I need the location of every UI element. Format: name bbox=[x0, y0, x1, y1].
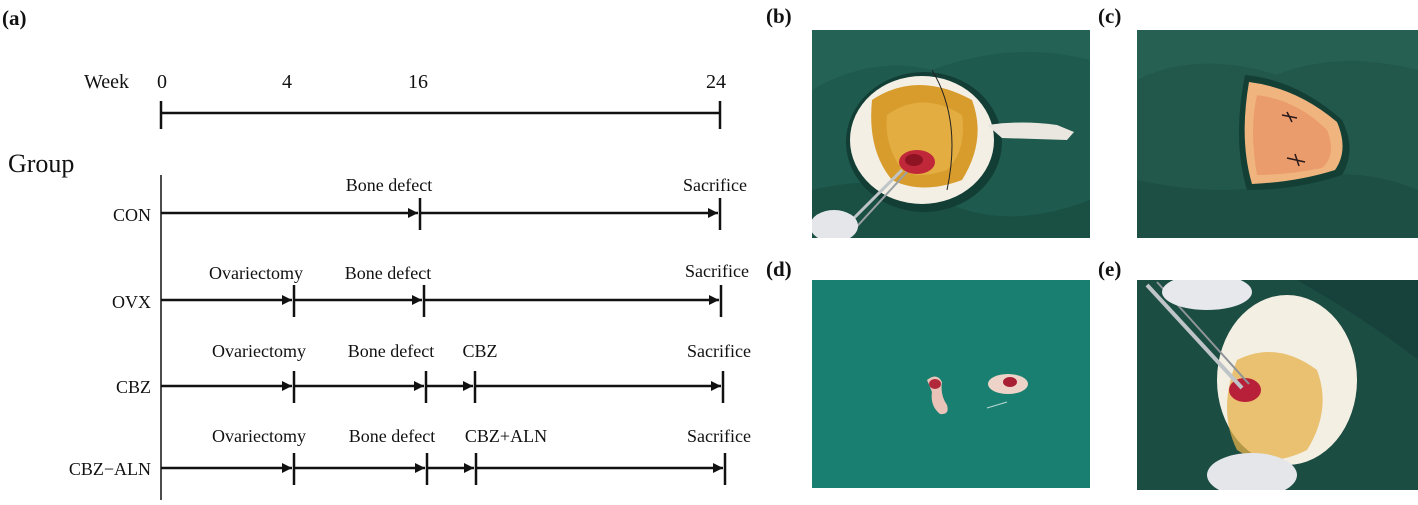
panel-label-b: (b) bbox=[766, 4, 792, 28]
group-row-con: CON Bone defect Sacrifice bbox=[113, 175, 747, 230]
panel-label-d: (d) bbox=[766, 257, 792, 281]
week-tick-label-16: 16 bbox=[408, 71, 428, 93]
event-label-bone-defect: Bone defect bbox=[348, 341, 434, 361]
week-axis-label: Week bbox=[84, 71, 129, 93]
event-label-cbz: CBZ bbox=[462, 341, 497, 361]
group-row-ovx: OVX Ovariectomy Bone defect Sacrifice bbox=[112, 261, 749, 317]
group-section-label: Group bbox=[8, 149, 74, 178]
event-label-bone-defect: Bone defect bbox=[345, 263, 431, 283]
event-label-sacrifice: Sacrifice bbox=[685, 261, 749, 281]
experimental-timeline-diagram: Week 0 4 16 24 Group CON Bone defect Sac… bbox=[8, 71, 751, 500]
event-label-ovariectomy: Ovariectomy bbox=[212, 341, 306, 361]
panel-label-e: (e) bbox=[1098, 257, 1122, 281]
event-label-ovariectomy: Ovariectomy bbox=[212, 426, 306, 446]
event-label-ovariectomy: Ovariectomy bbox=[209, 263, 303, 283]
group-name: CBZ bbox=[116, 377, 151, 397]
event-label-sacrifice: Sacrifice bbox=[687, 426, 751, 446]
week-tick-label-4: 4 bbox=[282, 71, 292, 93]
group-name: CBZ−ALN bbox=[69, 459, 151, 479]
photo-e-surgical-procedure bbox=[1137, 280, 1418, 490]
group-row-cbz-aln: CBZ−ALN Ovariectomy Bone defect CBZ+ALN … bbox=[69, 426, 751, 485]
event-label-sacrifice: Sacrifice bbox=[683, 175, 747, 195]
photo-b-surgical-field bbox=[812, 30, 1090, 238]
panel-label-a: (a) bbox=[2, 6, 27, 30]
panel-label-c: (c) bbox=[1098, 4, 1122, 28]
event-label-cbz-aln: CBZ+ALN bbox=[465, 426, 547, 446]
photo-d-bone-samples bbox=[812, 280, 1090, 488]
event-label-sacrifice: Sacrifice bbox=[687, 341, 751, 361]
group-row-cbz: CBZ Ovariectomy Bone defect CBZ Sacrific… bbox=[116, 341, 751, 403]
group-name: CON bbox=[113, 205, 151, 225]
group-name: OVX bbox=[112, 292, 151, 312]
event-label-bone-defect: Bone defect bbox=[346, 175, 432, 195]
event-label-bone-defect: Bone defect bbox=[349, 426, 435, 446]
week-tick-label-24: 24 bbox=[706, 71, 726, 93]
photo-c-sutured-incision bbox=[1137, 30, 1418, 238]
week-tick-label-0: 0 bbox=[157, 71, 167, 93]
